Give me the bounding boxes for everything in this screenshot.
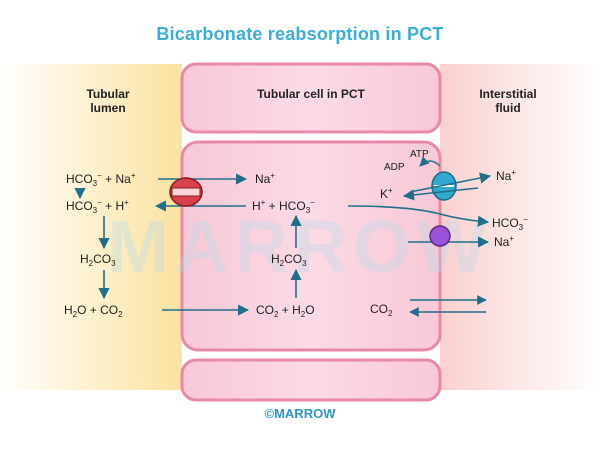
- copyright-footer: ©MARROW: [264, 406, 336, 421]
- watermark-text: MARROW: [107, 205, 492, 288]
- cell-top: [180, 62, 442, 134]
- lumen-h2co3: H2CO3: [80, 252, 116, 268]
- arrow-k-in-pump: [402, 187, 479, 201]
- interstitial-k-in: K+: [380, 186, 393, 201]
- na-h-exchanger: [169, 177, 203, 207]
- interstitial-region: [440, 64, 600, 390]
- header-lumen-line1: Tubular: [86, 87, 129, 101]
- header-interstitial-line1: Interstitial: [479, 87, 536, 101]
- page-title: Bicarbonate reabsorption in PCT: [156, 24, 444, 44]
- cell-co2-h2o: CO2 + H2O: [256, 303, 315, 319]
- interstitial-na-cotransport: Na+: [494, 234, 514, 249]
- cell-na: Na+: [255, 171, 275, 186]
- arrow-na-out-pump: [409, 172, 492, 193]
- header-cell: Tubular cell in PCT: [257, 87, 365, 101]
- header-lumen-line2: lumen: [90, 101, 125, 115]
- cell-bottom: [180, 358, 442, 402]
- interstitial-hco3-out: HCO3−: [492, 215, 528, 232]
- arrow-atp-adp: [419, 156, 441, 167]
- lumen-hco3-na: HCO3− + Na+: [66, 171, 136, 188]
- hco3-na-cotransporter: [429, 225, 451, 247]
- label-atp: ATP: [410, 149, 429, 160]
- lumen-hco3-h: HCO3− + H+: [66, 198, 129, 215]
- lumen-region: [0, 64, 182, 390]
- label-adp: ADP: [384, 162, 405, 173]
- cell-h2co3: H2CO3: [271, 252, 307, 268]
- interstitial-na-out: Na+: [496, 168, 516, 183]
- header-interstitial-line2: fluid: [495, 101, 520, 115]
- interstitial-co2: CO2: [370, 302, 393, 318]
- cell-h-hco3: H+ + HCO3−: [252, 198, 315, 215]
- lumen-h2o-co2: H2O + CO2: [64, 303, 123, 319]
- arrow-hco3-to-interstitial: [347, 205, 490, 227]
